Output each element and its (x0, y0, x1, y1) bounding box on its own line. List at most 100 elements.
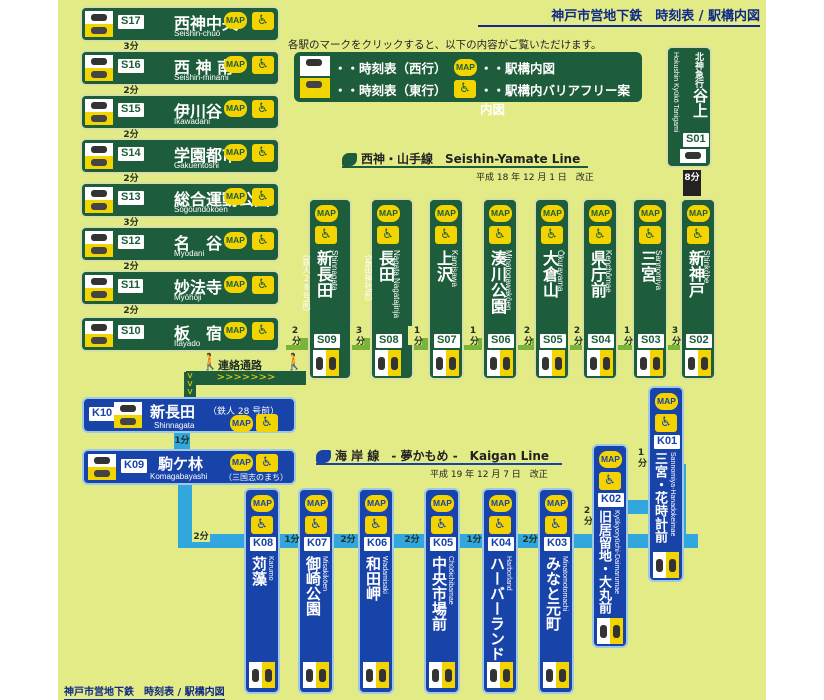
map-button[interactable]: MAP (589, 205, 612, 222)
map-button[interactable]: MAP (687, 205, 710, 222)
k02-wheelchair-button[interactable]: ♿ (599, 472, 621, 490)
timetable-icon[interactable] (85, 231, 113, 257)
wheelchair-button[interactable]: ♿ (639, 226, 661, 244)
map-button[interactable]: MAP (224, 12, 247, 29)
map-button[interactable]: MAP (431, 495, 454, 512)
map-button[interactable]: MAP (639, 205, 662, 222)
wheelchair-button[interactable]: ♿ (541, 226, 563, 244)
wheelchair-button[interactable]: ♿ (431, 516, 453, 534)
timetable-icon[interactable] (85, 99, 113, 125)
station-s01[interactable]: 北神急行 Hokushin Kyūkō Tanigami 谷上 S01 (666, 46, 712, 168)
timetable-icon[interactable] (487, 662, 513, 688)
map-button[interactable]: MAP (224, 56, 247, 73)
wheelchair-button[interactable]: ♿ (252, 188, 274, 206)
timetable-icon[interactable] (375, 350, 401, 376)
timetable-icon[interactable] (433, 350, 459, 376)
timetable-icon[interactable] (85, 275, 113, 301)
wheelchair-button[interactable]: ♿ (489, 226, 511, 244)
map-button[interactable]: MAP (251, 495, 274, 512)
timetable-icon[interactable] (85, 55, 113, 81)
wheelchair-button[interactable]: ♿ (365, 516, 387, 534)
k09-map-button[interactable]: MAP (230, 454, 253, 471)
timetable-icon[interactable] (539, 350, 565, 376)
k10-wheelchair-button[interactable]: ♿ (256, 414, 278, 432)
map-button[interactable]: MAP (224, 188, 247, 205)
timetable-icon[interactable] (587, 350, 613, 376)
station-k10[interactable]: K10 新長田 （鉄人 28 号前） Shinnagata MAP ♿ (82, 397, 296, 433)
timetable-icon[interactable] (637, 350, 663, 376)
map-button[interactable]: MAP (224, 100, 247, 117)
timetable-icon[interactable] (249, 662, 275, 688)
timetable-icon[interactable] (85, 187, 113, 213)
map-button[interactable]: MAP (489, 495, 512, 512)
map-button[interactable]: MAP (545, 495, 568, 512)
wheelchair-button[interactable]: ♿ (687, 226, 709, 244)
timetable-icon[interactable] (487, 350, 513, 376)
timetable-icon[interactable] (363, 662, 389, 688)
wheelchair-button[interactable]: ♿ (252, 56, 274, 74)
timetable-icon[interactable] (429, 662, 455, 688)
wheelchair-button[interactable]: ♿ (435, 226, 457, 244)
k09-timetable-icon[interactable] (88, 454, 116, 480)
wheelchair-button[interactable]: ♿ (545, 516, 567, 534)
station-k09[interactable]: K09 駒ケ林 Komagabayashi （三国志のまち） MAP ♿ (82, 449, 296, 485)
k09-wheelchair-button[interactable]: ♿ (256, 454, 278, 472)
wheelchair-button[interactable]: ♿ (252, 232, 274, 250)
map-button[interactable]: MAP (224, 232, 247, 249)
wheelchair-button[interactable]: ♿ (489, 516, 511, 534)
k01-timetable-icon[interactable] (653, 552, 679, 578)
map-button[interactable]: MAP (315, 205, 338, 222)
k01-wheelchair-button[interactable]: ♿ (655, 414, 677, 432)
wheelchair-button[interactable]: ♿ (252, 322, 274, 340)
map-button[interactable]: MAP (377, 205, 400, 222)
map-button[interactable]: MAP (224, 322, 247, 339)
wheelchair-button[interactable]: ♿ (252, 144, 274, 162)
station-k01[interactable]: MAP ♿ K01 三宮・花時計前 Sannomiya-Hanadokeimae (648, 386, 684, 582)
timetable-icon[interactable] (543, 662, 569, 688)
k10-map-button[interactable]: MAP (230, 415, 253, 432)
timetable-icon[interactable] (313, 350, 339, 376)
map-button[interactable]: MAP (489, 205, 512, 222)
map-button[interactable]: MAP (224, 144, 247, 161)
timetable-icon[interactable] (303, 662, 329, 688)
wheelchair-button[interactable]: ♿ (251, 516, 273, 534)
k01-map-button[interactable]: MAP (655, 393, 678, 410)
wheelchair-button[interactable]: ♿ (252, 12, 274, 30)
timetable-icon[interactable] (85, 143, 113, 169)
timetable-icon[interactable] (85, 11, 113, 37)
wheelchair-button[interactable]: ♿ (315, 226, 337, 244)
k10-timetable-icon[interactable] (114, 402, 142, 428)
k02-map-button[interactable]: MAP (599, 451, 622, 468)
wheelchair-button[interactable]: ♿ (377, 226, 399, 244)
station-k02[interactable]: MAP ♿ K02 旧居留地・大丸前 Kyūkyoryūchi-Daimarum… (592, 444, 628, 648)
timetable-icon[interactable] (685, 350, 711, 376)
s01-timetable-icon[interactable] (680, 149, 706, 163)
timetable-icon[interactable] (85, 321, 113, 347)
wheelchair-button[interactable]: ♿ (252, 276, 274, 294)
map-button[interactable]: MAP (224, 276, 247, 293)
wheelchair-button[interactable]: ♿ (252, 100, 274, 118)
map-button[interactable]: MAP (305, 495, 328, 512)
